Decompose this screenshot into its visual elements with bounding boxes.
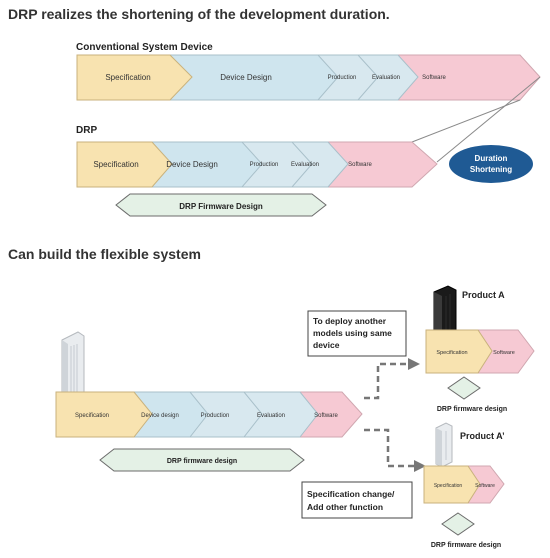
conv-text-design: Device Design: [220, 73, 272, 82]
main-text-specification: Specification: [75, 413, 109, 419]
heading-shortening: DRP realizes the shortening of the devel…: [8, 6, 390, 22]
main-firmware-arrow: [99, 448, 305, 472]
drp-text-evaluation: Evaluation: [291, 162, 319, 168]
callout-deploy-box: [307, 310, 407, 357]
product-a-text-specification: Specification: [436, 350, 467, 356]
conv-text-production: Production: [328, 75, 357, 81]
conv-stage-specification: [76, 54, 193, 101]
callout-change-line1: Specification change/: [307, 489, 395, 499]
label-conventional: Conventional System Device: [76, 42, 213, 53]
product-a-stage-specification: [425, 329, 493, 374]
product-a-firmware-diamond: [447, 376, 481, 400]
drp-text-production: Production: [250, 162, 279, 168]
main-firmware-text: DRP firmware design: [167, 458, 237, 465]
product-a2-label: Product A’: [460, 431, 505, 441]
product-a2-device-icon: [435, 422, 453, 468]
conv-text-specification: Specification: [105, 73, 150, 82]
main-stage-specification: [55, 391, 153, 438]
main-text-production: Production: [201, 413, 230, 419]
callout-change-line2: Add other function: [307, 502, 383, 512]
product-a2-firmware-diamond: [441, 512, 475, 536]
drp-process-row: Specification Device Design Production E…: [76, 141, 438, 188]
product-a2-text-software: Software: [475, 483, 495, 489]
callout-deploy-line2: models using same: [313, 328, 392, 338]
callout-deploy-line3: device: [313, 340, 340, 350]
product-a-text-software: Software: [493, 350, 515, 356]
shortening-line-bottom: [436, 76, 541, 163]
badge-text-line1: Duration: [475, 154, 508, 163]
drp-text-software: Software: [348, 162, 372, 168]
conv-text-evaluation: Evaluation: [372, 75, 400, 81]
dashed-arrow-to-product-a: [364, 358, 420, 400]
main-text-design: Device design: [141, 413, 179, 419]
badge-text-line2: Shortening: [470, 165, 512, 174]
heading-flexible: Can build the flexible system: [8, 246, 201, 262]
product-a2-firmware-text: DRP firmware design: [431, 542, 501, 549]
conventional-process-row: Specification Device Design Production E…: [76, 54, 541, 101]
product-a-firmware-text: DRP firmware design: [437, 406, 507, 413]
main-process-row: Specification Device design Production E…: [55, 391, 363, 438]
product-a-process-row: Specification Software: [425, 329, 535, 374]
duration-shortening-badge: [449, 145, 533, 183]
label-drp: DRP: [76, 125, 97, 136]
main-text-evaluation: Evaluation: [257, 413, 285, 419]
callout-deploy-line1: To deploy another: [313, 316, 387, 326]
product-a-device-icon: [433, 285, 457, 343]
drp-firmware-design-arrow: [115, 193, 327, 217]
main-text-software: Software: [314, 413, 338, 419]
shortening-line-top: [411, 99, 521, 143]
product-a2-process-row: Specification Software: [423, 465, 505, 504]
drp-text-specification: Specification: [93, 160, 138, 169]
drp-stage-specification: [76, 141, 173, 188]
base-device-icon: [61, 331, 85, 406]
drp-text-design: Device Design: [166, 160, 218, 169]
conv-text-software: Software: [422, 75, 446, 81]
drp-firmware-design-text: DRP Firmware Design: [179, 202, 263, 211]
callout-change-box: [301, 481, 413, 519]
dashed-arrow-to-product-a2: [364, 428, 426, 472]
product-a-label: Product A: [462, 290, 505, 300]
product-a2-text-specification: Specification: [434, 483, 463, 489]
product-a2-stage-specification: [423, 465, 481, 504]
